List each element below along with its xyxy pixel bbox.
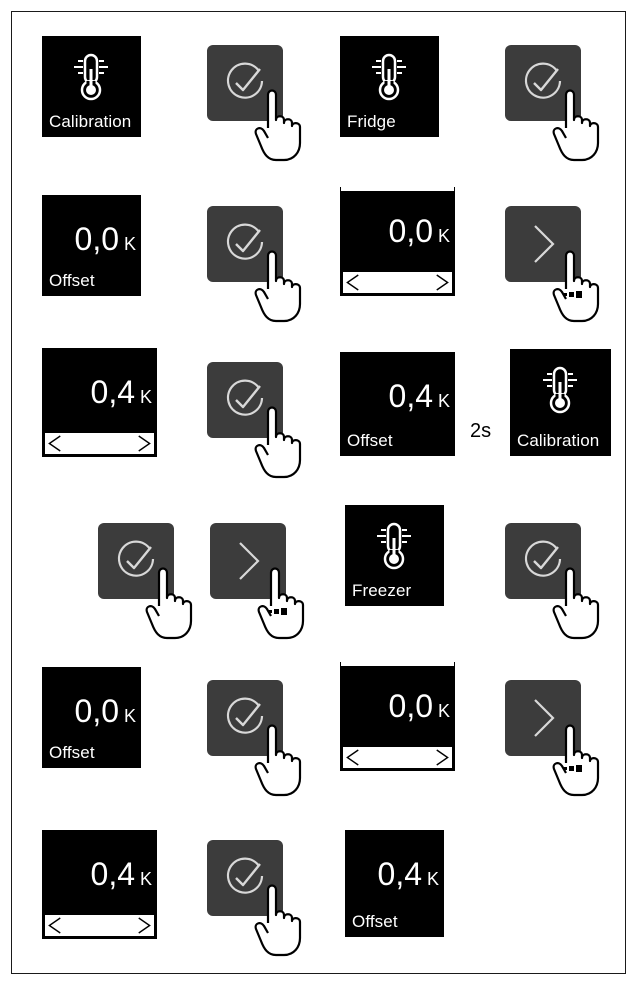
- check-circle-icon: [226, 223, 264, 260]
- hand-hold-icon: [257, 567, 305, 640]
- hand-hold-icon: [552, 724, 600, 797]
- offset-value: 0,4: [388, 378, 433, 414]
- check-circle-icon: [524, 540, 562, 577]
- check-circle-icon: [226, 62, 264, 99]
- adjust-arrows: [44, 914, 155, 937]
- hand-tap-icon: [552, 567, 600, 640]
- hand-tap-icon: [254, 724, 302, 797]
- check-circle-icon: [226, 857, 264, 894]
- check-circle-icon: [117, 540, 155, 577]
- calibration-display: Calibration: [42, 36, 141, 137]
- check-circle-icon: [226, 697, 264, 734]
- hand-tap-icon: [254, 884, 302, 957]
- offset-value: 0,4: [90, 856, 135, 892]
- confirm-button[interactable]: [207, 45, 283, 121]
- unit-label: K: [139, 387, 152, 407]
- fridge-display: Fridge: [340, 36, 439, 137]
- display-label: Offset: [347, 431, 393, 450]
- display-label: Calibration: [49, 112, 132, 131]
- display-edge: [340, 187, 455, 192]
- thermometer-icon: [73, 53, 108, 101]
- hand-tap-icon: [254, 406, 302, 479]
- display-edge: [340, 662, 455, 667]
- hand-hold-icon: [552, 250, 600, 323]
- unit-label: K: [123, 234, 136, 254]
- thermometer-icon: [371, 53, 406, 101]
- chevron-right-icon: [239, 542, 260, 580]
- check-circle-icon: [226, 379, 264, 416]
- unit-label: K: [437, 226, 450, 246]
- unit-label: K: [139, 869, 152, 889]
- unit-label: K: [437, 701, 450, 721]
- hand-tap-icon: [145, 567, 193, 640]
- unit-label: K: [123, 706, 136, 726]
- display-label: Offset: [49, 271, 95, 290]
- hand-tap-icon: [552, 89, 600, 162]
- offset-value: 0,4: [90, 374, 135, 410]
- display-label: Calibration: [517, 431, 600, 450]
- delay-label: 2s: [470, 420, 492, 442]
- calibration-display: Calibration: [510, 349, 611, 456]
- offset-value: 0,4: [377, 856, 422, 892]
- display-label: Freezer: [352, 581, 412, 600]
- display-label: Offset: [49, 743, 95, 762]
- hand-tap-icon: [254, 250, 302, 323]
- adjust-arrows: [342, 271, 453, 294]
- freezer-display: Freezer: [345, 505, 444, 606]
- hand-tap-icon: [254, 89, 302, 162]
- chevron-right-icon: [534, 225, 555, 263]
- offset-value: 0,0: [388, 213, 433, 249]
- display-label: Fridge: [347, 112, 396, 131]
- thermometer-icon: [376, 522, 411, 570]
- adjust-arrows: [342, 746, 453, 769]
- diagram-frame: [11, 11, 626, 974]
- adjust-arrows: [44, 432, 155, 455]
- offset-value: 0,0: [74, 221, 119, 257]
- check-circle-icon: [524, 62, 562, 99]
- display-label: Offset: [352, 912, 398, 931]
- unit-label: K: [437, 391, 450, 411]
- thermometer-icon: [542, 366, 577, 414]
- chevron-right-icon: [534, 699, 555, 737]
- unit-label: K: [426, 869, 439, 889]
- offset-value: 0,0: [388, 688, 433, 724]
- offset-value: 0,0: [74, 693, 119, 729]
